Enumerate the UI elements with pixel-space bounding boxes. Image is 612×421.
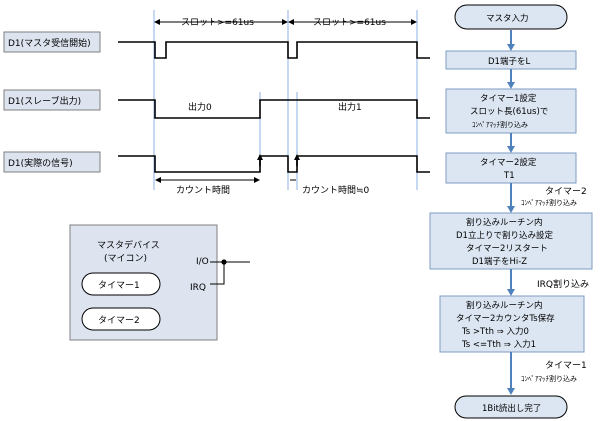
flow-step5-line3: Ts >Tth ⇒ 入力0	[461, 326, 529, 337]
flow-step4-line3: タイマー2リスタート	[466, 244, 548, 254]
output1-label: 出力1	[338, 101, 362, 113]
flow-step3-line1: タイマー2設定	[480, 157, 537, 168]
flow-step3-line2: T1	[503, 171, 515, 181]
flow-step4-line1: 割り込みルーチン内	[466, 217, 543, 228]
signal-label-2: D1(スレーブ出力)	[8, 95, 81, 107]
count-time-zero-label: カウント時間≒0	[302, 185, 370, 196]
flow-step5-line2: タイマー2カウンタTs保存	[456, 313, 555, 324]
flow-step2-line1: タイマー1設定	[480, 93, 537, 104]
flow-edge1-line2: ｺﾝﾍﾟｱﾏｯﾁ割り込み	[521, 198, 577, 207]
flow-step5	[439, 295, 585, 353]
count-time-label: カウント時間	[176, 185, 230, 196]
signal-label-1: D1(マスタ受信開始)	[8, 37, 91, 49]
flow-start	[454, 4, 568, 30]
signal-label-3: D1(実際の信号)	[8, 157, 73, 169]
io-pin-label: I/O	[196, 257, 209, 267]
signal-label-box-2	[3, 89, 101, 111]
timer2-label: タイマー2	[98, 315, 140, 326]
flow-step1-label: D1端子をL	[488, 56, 530, 67]
flow-end	[454, 395, 568, 419]
flow-step2-line3: ｺﾝﾍﾟｱﾏｯﾁ割り込み	[472, 120, 528, 129]
flow-arrow-6-head	[507, 388, 515, 395]
flow-step4-line4: D1端子をHi-Z	[472, 256, 527, 267]
flow-arrow-3-head	[507, 146, 515, 153]
flow-step4-line2: D1立上りで割り込み設定	[456, 230, 553, 241]
flow-arrow-2-head	[507, 82, 515, 89]
flow-edge3-line1: タイマー1	[545, 360, 587, 371]
signal-label-box-1	[3, 31, 101, 53]
timer1-label: タイマー1	[98, 280, 140, 291]
flow-arrow-5-head	[507, 289, 515, 296]
flow-edge1-line1: タイマー2	[545, 186, 587, 197]
device-subtitle: (マイコン)	[104, 254, 147, 264]
waveform-slave	[118, 99, 430, 119]
flow-step2-line2: スロット長(61us)で	[470, 107, 548, 117]
wire-junction	[221, 259, 227, 265]
timer2-pill	[81, 307, 161, 331]
irq-pin-label: IRQ	[190, 283, 206, 293]
slot2-label: スロット>=61us	[313, 18, 386, 28]
flow-step3	[445, 152, 577, 184]
timer1-pill	[81, 272, 161, 296]
flow-step4	[429, 212, 593, 270]
flow-end-label: 1Bit読出し完了	[482, 403, 541, 414]
output0-label: 出力0	[188, 101, 212, 113]
flow-arrow-4-head	[507, 206, 515, 213]
flow-step2	[445, 88, 577, 134]
flow-edge3-line2: ｺﾝﾍﾟｱﾏｯﾁ割り込み	[521, 374, 577, 383]
waveform-master	[118, 41, 430, 59]
flow-step5-line4: Ts <=Tth ⇒ 入力1	[461, 339, 536, 350]
flow-edge2-label: IRQ割り込み	[537, 278, 589, 290]
waveform-actual	[118, 155, 430, 173]
device-title: マスタデバイス	[97, 239, 160, 251]
slot1-label: スロット>=61us	[181, 18, 254, 28]
flow-step5-line1: 割り込みルーチン内	[466, 300, 543, 311]
signal-label-box-3	[3, 151, 101, 173]
flow-arrow-1-head	[507, 44, 515, 51]
flow-start-label: マスタ入力	[486, 13, 529, 24]
irq-wire	[210, 262, 225, 285]
